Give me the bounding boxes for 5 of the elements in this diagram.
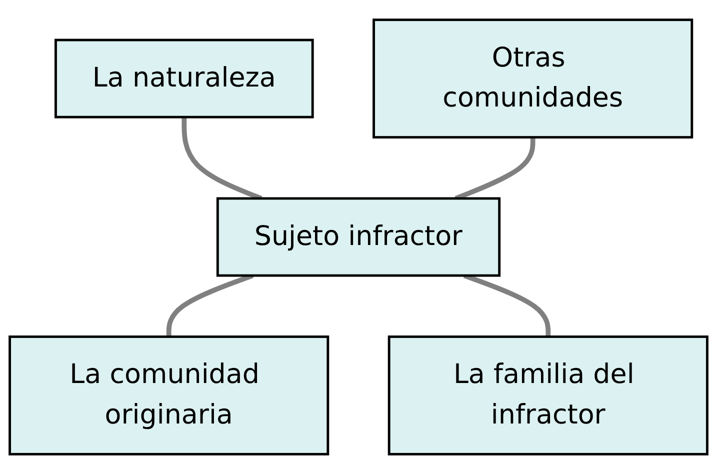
node-box: Sujeto infractor — [216, 197, 501, 277]
node-box: Otras comunidades — [372, 18, 694, 138]
node-box: La comunidad originaria — [8, 336, 330, 456]
node-box: La familia del infractor — [388, 336, 708, 456]
node-box: La naturaleza — [54, 38, 314, 118]
